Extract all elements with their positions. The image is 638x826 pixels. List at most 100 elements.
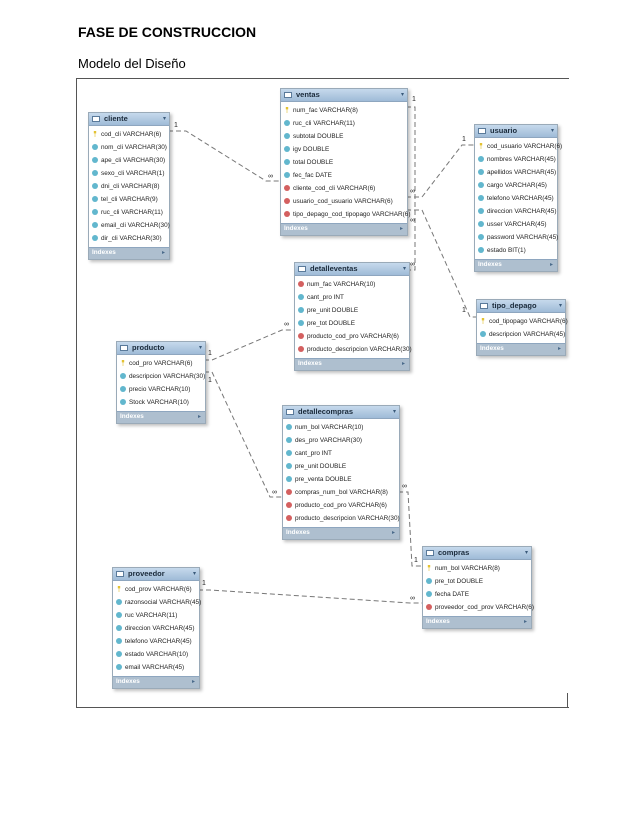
expand-arrow-icon[interactable]: ▸ [391, 530, 395, 536]
collapse-arrow-icon[interactable]: ▾ [558, 303, 562, 309]
column-row[interactable]: razonsocial VARCHAR(45) [113, 596, 201, 609]
column-row[interactable]: igv DOUBLE [281, 143, 407, 156]
column-row[interactable]: pre_venta DOUBLE [283, 473, 399, 486]
column-row[interactable]: des_pro VARCHAR(30) [283, 434, 399, 447]
table-detallecompras[interactable]: detallecompras▾ num_bol VARCHAR(10)des_pr… [282, 405, 400, 540]
indexes-footer[interactable]: Indexes▸ [89, 247, 169, 259]
column-row[interactable]: ruc_cli VARCHAR(11) [89, 206, 169, 219]
column-row[interactable]: apellidos VARCHAR(45) [475, 166, 557, 179]
expand-arrow-icon[interactable]: ▸ [557, 346, 561, 352]
column-row[interactable]: nom_cli VARCHAR(30) [89, 141, 169, 154]
collapse-arrow-icon[interactable]: ▾ [392, 409, 396, 415]
expand-arrow-icon[interactable]: ▸ [399, 226, 403, 232]
collapse-arrow-icon[interactable]: ▾ [402, 266, 406, 272]
indexes-footer[interactable]: Indexes▸ [281, 223, 407, 235]
table-compras[interactable]: compras▾ num_bol VARCHAR(8)pre_tot DOUBLE… [422, 546, 534, 629]
column-row[interactable]: pre_unit DOUBLE [295, 304, 409, 317]
column-row[interactable]: producto_cod_pro VARCHAR(6) [295, 330, 409, 343]
collapse-arrow-icon[interactable]: ▾ [198, 345, 202, 351]
expand-arrow-icon[interactable]: ▸ [161, 250, 165, 256]
expand-arrow-icon[interactable]: ▸ [191, 679, 195, 685]
table-producto[interactable]: producto▾ cod_pro VARCHAR(6)descripcion V… [116, 341, 206, 424]
column-row[interactable]: producto_descripcion VARCHAR(30) [295, 343, 412, 356]
column-row[interactable]: email_cli VARCHAR(30) [89, 219, 170, 232]
expand-arrow-icon[interactable]: ▸ [401, 361, 405, 367]
column-row[interactable]: compras_num_bol VARCHAR(8) [283, 486, 399, 499]
table-cliente[interactable]: cliente▾ cod_cli VARCHAR(6)nom_cli VARCHA… [88, 112, 170, 260]
column-row[interactable]: direccion VARCHAR(45) [475, 205, 557, 218]
column-row[interactable]: tel_cli VARCHAR(9) [89, 193, 169, 206]
column-row[interactable]: producto_descripcion VARCHAR(30) [283, 512, 400, 525]
column-row[interactable]: Stock VARCHAR(10) [117, 396, 205, 409]
column-row[interactable]: cant_pro INT [283, 447, 399, 460]
column-row[interactable]: telefono VARCHAR(45) [113, 635, 199, 648]
indexes-footer[interactable]: Indexes▸ [113, 676, 199, 688]
collapse-arrow-icon[interactable]: ▾ [192, 571, 196, 577]
column-row[interactable]: dni_cli VARCHAR(8) [89, 180, 169, 193]
table-header[interactable]: ventas▾ [281, 89, 407, 102]
indexes-footer[interactable]: Indexes▸ [475, 259, 557, 271]
column-row[interactable]: num_fac VARCHAR(10) [295, 278, 409, 291]
column-row[interactable]: usser VARCHAR(45) [475, 218, 557, 231]
column-row[interactable]: nombres VARCHAR(45) [475, 153, 557, 166]
table-header[interactable]: detalleventas▾ [295, 263, 409, 276]
column-row[interactable]: cant_pro INT [295, 291, 409, 304]
indexes-footer[interactable]: Indexes▸ [295, 358, 409, 370]
table-header[interactable]: compras▾ [423, 547, 531, 560]
table-ventas[interactable]: ventas▾ num_fac VARCHAR(8)ruc_cli VARCHAR… [280, 88, 410, 236]
column-row[interactable]: descripcion VARCHAR(30) [117, 370, 205, 383]
table-usuario[interactable]: usuario▾cod_usuario VARCHAR(6)nombres VA… [474, 124, 562, 272]
column-row[interactable]: telefono VARCHAR(45) [475, 192, 557, 205]
indexes-footer[interactable]: Indexes▸ [283, 527, 399, 539]
column-row[interactable]: ruc_cli VARCHAR(11) [281, 117, 407, 130]
column-row[interactable]: cod_pro VARCHAR(6) [117, 357, 205, 370]
column-row[interactable]: fec_fac DATE [281, 169, 407, 182]
column-row[interactable]: cod_tipopago VARCHAR(6) [477, 315, 568, 328]
column-row[interactable]: num_fac VARCHAR(8) [281, 104, 407, 117]
column-row[interactable]: direccion VARCHAR(45) [113, 622, 199, 635]
column-row[interactable]: dir_cli VARCHAR(30) [89, 232, 169, 245]
column-row[interactable]: cargo VARCHAR(45) [475, 179, 557, 192]
column-row[interactable]: cod_prov VARCHAR(6) [113, 583, 199, 596]
column-row[interactable]: subtotal DOUBLE [281, 130, 407, 143]
column-row[interactable]: pre_tot DOUBLE [423, 575, 531, 588]
column-row[interactable]: ape_cli VARCHAR(30) [89, 154, 169, 167]
column-row[interactable]: producto_cod_pro VARCHAR(6) [283, 499, 399, 512]
column-row[interactable]: precio VARCHAR(10) [117, 383, 205, 396]
column-row[interactable]: usuario_cod_usuario VARCHAR(6) [281, 195, 407, 208]
collapse-arrow-icon[interactable]: ▾ [550, 128, 554, 134]
table-detalleventas[interactable]: detalleventas▾ num_fac VARCHAR(10)cant_pr… [294, 262, 412, 371]
column-row[interactable]: ruc VARCHAR(11) [113, 609, 199, 622]
column-row[interactable]: pre_unit DOUBLE [283, 460, 399, 473]
expand-arrow-icon[interactable]: ▸ [549, 262, 553, 268]
column-row[interactable]: proveedor_cod_prov VARCHAR(6) [423, 601, 534, 614]
column-row[interactable]: fecha DATE [423, 588, 531, 601]
column-row[interactable]: pre_tot DOUBLE [295, 317, 409, 330]
indexes-footer[interactable]: Indexes▸ [477, 343, 565, 355]
column-row[interactable]: cliente_cod_cli VARCHAR(6) [281, 182, 407, 195]
column-row[interactable]: tipo_depago_cod_tipopago VARCHAR(6) [281, 208, 410, 221]
table-header[interactable]: detallecompras▾ [283, 406, 399, 419]
column-row[interactable]: estado VARCHAR(10) [113, 648, 199, 661]
collapse-arrow-icon[interactable]: ▾ [400, 92, 404, 98]
column-row[interactable]: email VARCHAR(45) [113, 661, 199, 674]
table-tipo-depago[interactable]: tipo_depago▾cod_tipopago VARCHAR(6)descr… [476, 299, 568, 356]
indexes-footer[interactable]: Indexes▸ [423, 616, 531, 628]
table-header[interactable]: tipo_depago▾ [477, 300, 565, 313]
column-row[interactable]: num_bol VARCHAR(8) [423, 562, 531, 575]
table-proveedor[interactable]: proveedor▾ cod_prov VARCHAR(6)razonsocial… [112, 567, 201, 689]
expand-arrow-icon[interactable]: ▸ [197, 414, 201, 420]
column-row[interactable]: estado BIT(1) [475, 244, 557, 257]
collapse-arrow-icon[interactable]: ▾ [524, 550, 528, 556]
column-row[interactable]: num_bol VARCHAR(10) [283, 421, 399, 434]
expand-arrow-icon[interactable]: ▸ [523, 619, 527, 625]
table-header[interactable]: usuario▾ [475, 125, 557, 138]
column-row[interactable]: password VARCHAR(45) [475, 231, 558, 244]
indexes-footer[interactable]: Indexes▸ [117, 411, 205, 423]
column-row[interactable]: cod_cli VARCHAR(6) [89, 128, 169, 141]
table-header[interactable]: producto▾ [117, 342, 205, 355]
collapse-arrow-icon[interactable]: ▾ [162, 116, 166, 122]
table-header[interactable]: cliente▾ [89, 113, 169, 126]
table-header[interactable]: proveedor▾ [113, 568, 199, 581]
column-row[interactable]: sexo_cli VARCHAR(1) [89, 167, 169, 180]
